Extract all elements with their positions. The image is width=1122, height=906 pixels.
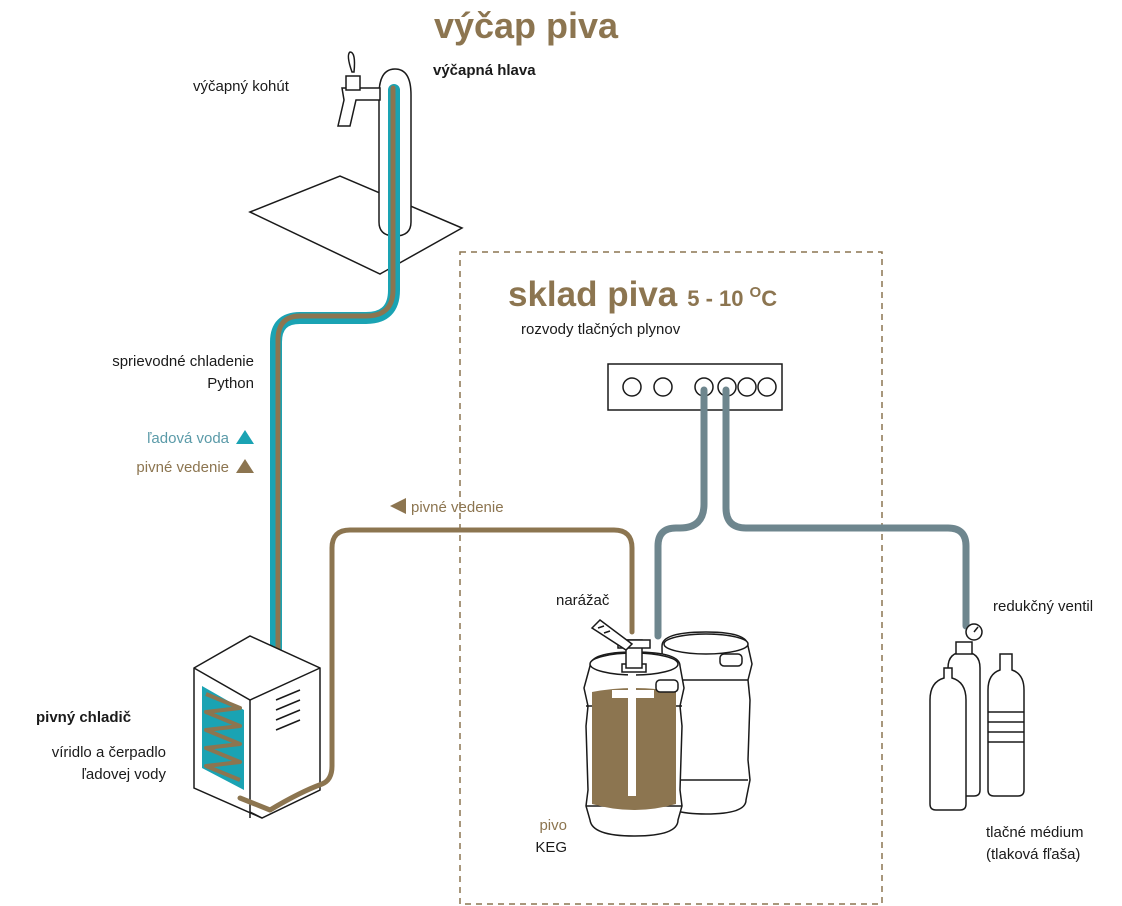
- gas-line-to-cylinder: [722, 386, 970, 630]
- tap-collar: [345, 75, 361, 91]
- keg-front: [583, 619, 685, 837]
- label-beer: pivo: [539, 817, 567, 834]
- storage-temp-unit: C: [761, 286, 777, 311]
- keg-back: [661, 631, 753, 815]
- label-gas-distribution: rozvody tlačných plynov: [521, 321, 681, 338]
- ice-water-up-arrow-icon: [236, 430, 254, 444]
- label-cooler-title: pivný chladič: [36, 709, 131, 726]
- gas-valve-5: [737, 377, 757, 397]
- label-cooling-line-2: Python: [207, 375, 254, 392]
- label-tap-head: výčapná hlava: [433, 62, 536, 79]
- storage-title-text: sklad piva: [508, 275, 678, 314]
- label-pressure-medium-2: (tlaková fľaša): [986, 846, 1080, 863]
- gas-valve-1: [622, 377, 642, 397]
- diagram-title: výčap piva: [434, 5, 619, 46]
- tap-handle: [347, 51, 356, 73]
- storage-temp-degree: O: [750, 284, 762, 301]
- beer-line-to-keg: [237, 527, 635, 813]
- tap-spout: [337, 87, 381, 127]
- label-beer-line-legend: pivné vedenie: [136, 459, 229, 476]
- beer-line-up-arrow-icon: [236, 459, 254, 473]
- beer-flow-left-arrow-icon: [390, 498, 406, 514]
- regulator-needle: [973, 626, 979, 633]
- label-beer-line-arrow: pivné vedenie: [411, 499, 504, 516]
- label-ice-water: ľadová voda: [147, 430, 230, 447]
- gas-valve-6: [757, 377, 777, 397]
- beer-line-riser: [275, 85, 396, 653]
- label-keg: KEG: [535, 839, 567, 856]
- label-coupler: narážač: [556, 592, 610, 609]
- label-regulator: redukčný ventil: [993, 598, 1093, 615]
- gas-valve-2: [653, 377, 673, 397]
- label-cooling-line-1: sprievodné chladenie: [112, 353, 254, 370]
- label-cooler-desc-2: ľadovej vody: [82, 766, 167, 783]
- counter-plate: [248, 175, 464, 275]
- gas-line-to-keg: [654, 386, 708, 640]
- storage-temp: 5 - 10: [687, 286, 743, 311]
- beer-cooler: [193, 635, 321, 819]
- label-tap: výčapný kohút: [193, 78, 290, 95]
- storage-zone-border: [459, 251, 883, 905]
- python-cooling-line: [230, 84, 400, 692]
- storage-title: sklad piva 5 - 10 OC: [508, 275, 777, 314]
- label-pressure-medium-1: tlačné médium: [986, 824, 1084, 841]
- label-cooler-desc-1: víridlo a čerpadlo: [52, 744, 166, 761]
- gas-cylinders: [929, 641, 1025, 811]
